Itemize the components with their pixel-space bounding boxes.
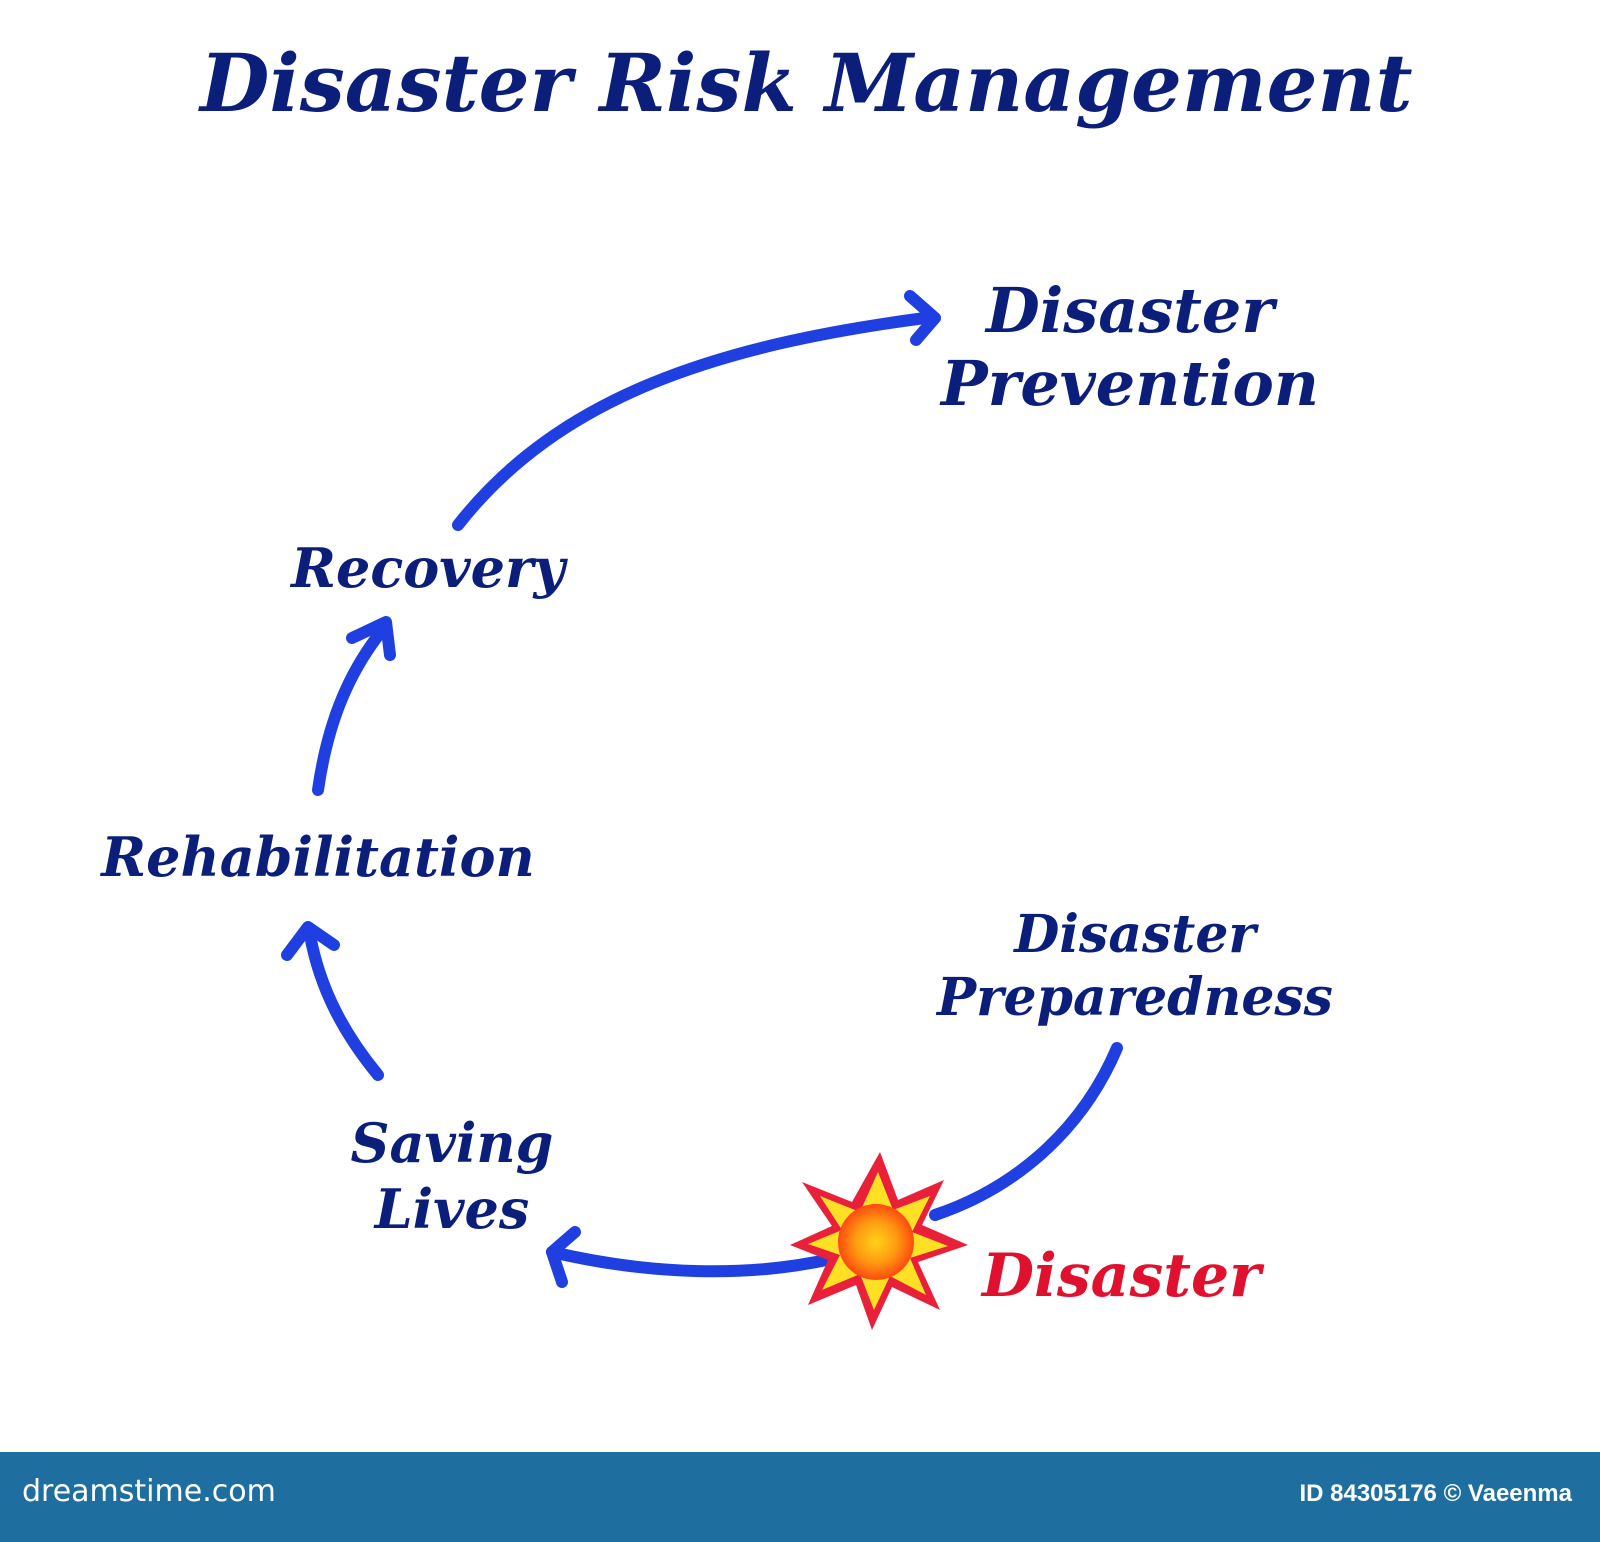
page-title: Disaster Risk Management [200, 36, 1413, 130]
footer-bar: dreamstime.com ID 84305176 © Vaeenma [0, 1452, 1600, 1542]
node-prevention-line1: Disaster [984, 274, 1278, 347]
arrow-recovery-to-prevention [452, 290, 941, 531]
arrow-saving-lives-to-rehabilitation [281, 921, 384, 1081]
node-prevention-line2: Prevention [939, 347, 1319, 420]
arrow-rehabilitation-to-recovery [312, 616, 396, 796]
node-saving-lives-line1: Saving [351, 1111, 554, 1175]
explosion-icon [790, 1152, 968, 1330]
arrow-preparedness-to-disaster [929, 1042, 1123, 1221]
node-recovery: Recovery [289, 536, 568, 600]
image-credit: ID 84305176 © Vaeenma [1299, 1480, 1572, 1507]
cycle-diagram: Disaster Prevention Recovery Rehabilitat… [99, 274, 1333, 1330]
node-disaster: Disaster [980, 1241, 1265, 1311]
arrow-disaster-to-saving-lives [546, 1226, 841, 1288]
node-preparedness-line1: Disaster [1012, 904, 1259, 965]
node-saving-lives-line2: Lives [373, 1177, 530, 1241]
site-logo: dreamstime.com [22, 1474, 276, 1509]
node-rehabilitation: Rehabilitation [99, 825, 534, 889]
node-preparedness-line2: Preparedness [935, 967, 1333, 1028]
